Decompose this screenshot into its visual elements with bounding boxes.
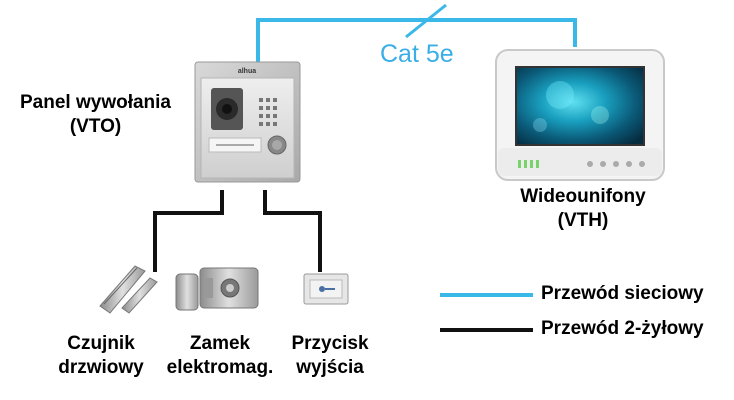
vth-monitor-image	[495, 49, 665, 181]
vto-label-line1: Panel wywołania	[20, 92, 171, 113]
door-sensor-image	[99, 265, 158, 314]
lock-label: Zamek elektromag.	[158, 332, 282, 380]
cable-slash-mark	[405, 3, 447, 39]
sensor-label-line1: Czujnik	[67, 333, 135, 354]
vto-label-line2: (VTO)	[69, 116, 122, 137]
vth-label: Wideounifony (VTH)	[498, 185, 668, 233]
vto-label: Panel wywołania (VTO)	[8, 91, 183, 139]
two-wire-cable-left	[153, 190, 224, 272]
exit-button-image	[303, 273, 349, 305]
vth-label-line2: (VTH)	[557, 210, 609, 231]
lock-label-line2: elektromag.	[166, 357, 274, 378]
cable-type-label: Cat 5e	[380, 40, 454, 68]
exit-button-label-line1: Przycisk	[291, 333, 369, 354]
lock-image	[175, 267, 259, 311]
legend-network-label: Przewód sieciowy	[541, 283, 704, 304]
lock-label-line1: Zamek	[189, 333, 251, 354]
two-wire-cable-right	[263, 190, 322, 272]
vto-brand-text: alhua	[238, 68, 256, 75]
legend-two-wire-label: Przewód 2-żyłowy	[541, 318, 704, 339]
vto-panel-image: alhua	[194, 61, 301, 183]
exit-button-label-line2: wyjścia	[296, 357, 364, 378]
exit-button-label: Przycisk wyjścia	[278, 332, 382, 380]
sensor-label: Czujnik drzwiowy	[46, 332, 156, 380]
network-cable	[256, 18, 577, 62]
vth-label-line1: Wideounifony	[520, 186, 646, 207]
sensor-label-line2: drzwiowy	[58, 357, 144, 378]
